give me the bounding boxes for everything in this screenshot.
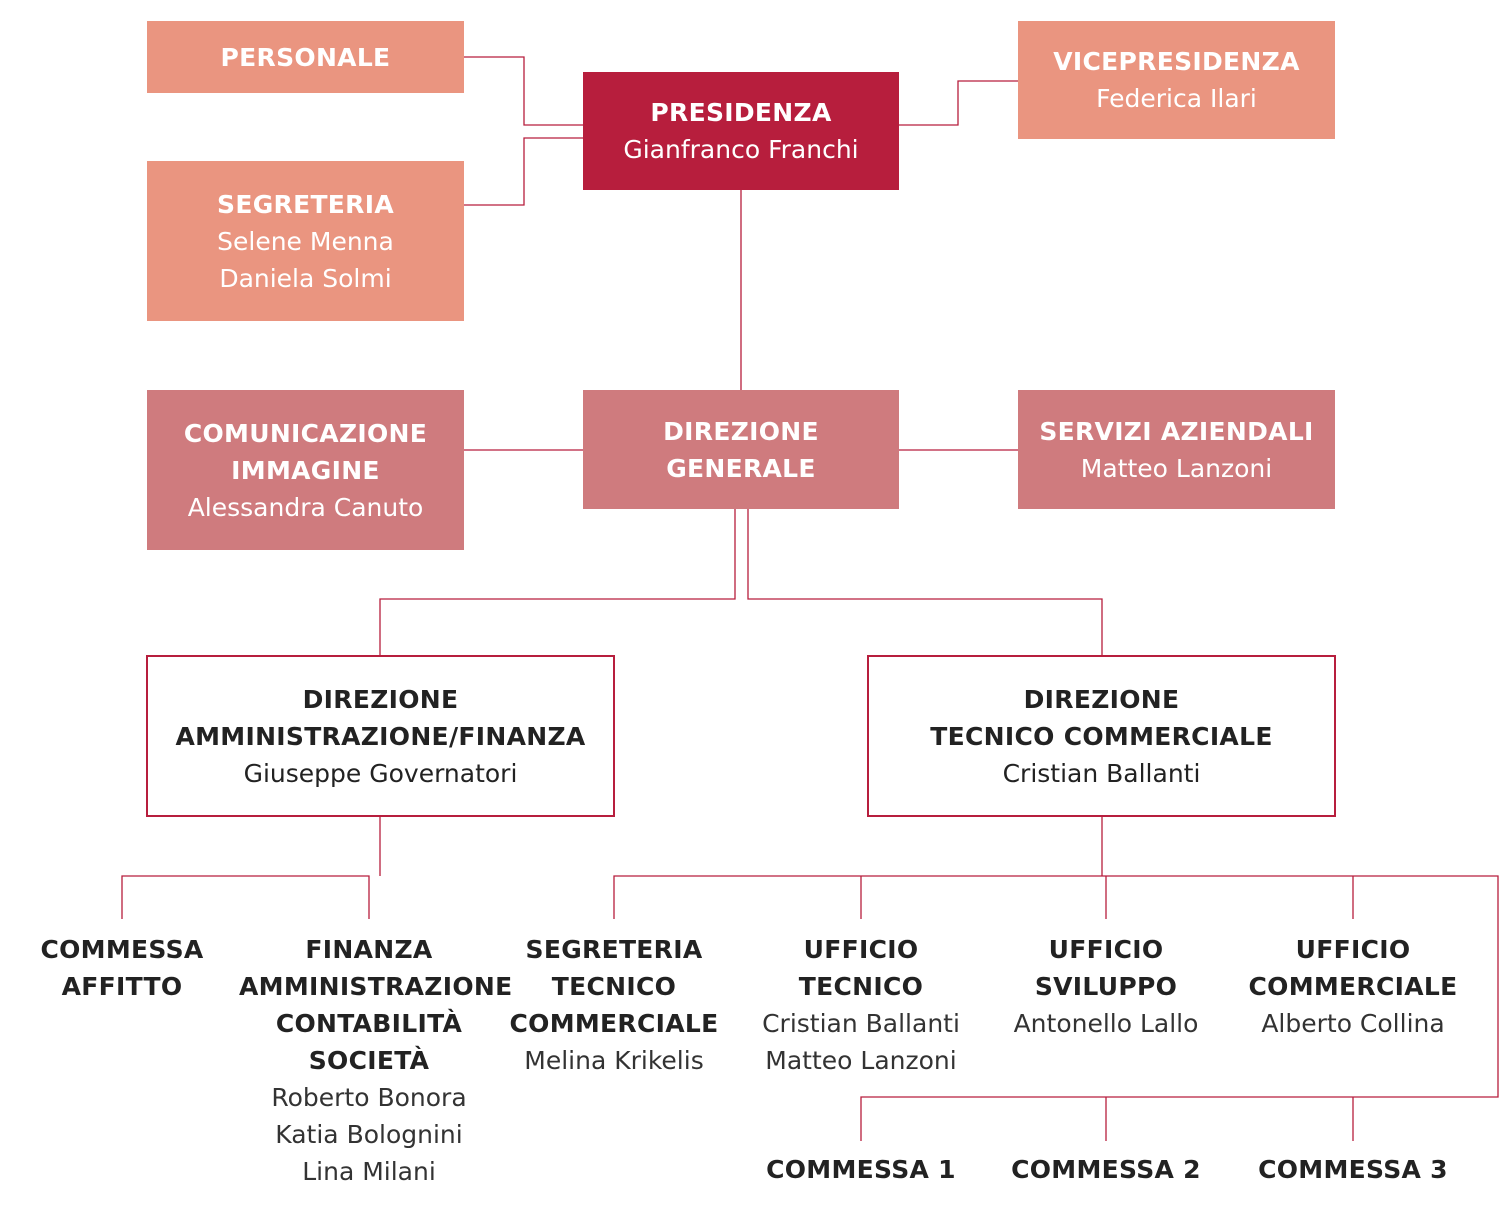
servizi-title: SERVIZI AZIENDALI (1039, 416, 1314, 446)
segreteria-tecnico-name: Melina Krikelis (524, 1046, 704, 1075)
ufficio-commerciale-title: COMMERCIALE (1248, 972, 1458, 1001)
ufficio-tecnico-title: UFFICIO (803, 935, 919, 964)
finanza-name: Katia Bolognini (275, 1120, 463, 1149)
vicepresidenza-title: VICEPRESIDENZA (1053, 47, 1300, 76)
comunicazione-box: COMUNICAZIONE IMMAGINE Alessandra Canuto (147, 390, 464, 550)
finanza-title: SOCIETÀ (308, 1046, 430, 1075)
line-tec-branch (613, 875, 1499, 1141)
dir-amm-box: DIREZIONE AMMINISTRAZIONE/FINANZA Giusep… (146, 655, 615, 817)
commessa-1-title: COMMESSA 1 (766, 1155, 956, 1184)
commessa-affitto-title: COMMESSA (40, 935, 204, 964)
dir-amm-name: Giuseppe Governatori (243, 758, 518, 788)
comunicazione-name: Alessandra Canuto (187, 492, 424, 522)
commessa-affitto-title: AFFITTO (61, 972, 183, 1001)
line-personale (464, 56, 583, 126)
line-to-dir-amm (379, 509, 736, 655)
line-vicepresidenza (899, 80, 1018, 126)
ufficio-commerciale-title: UFFICIO (1295, 935, 1411, 964)
finanza-title: AMMINISTRAZIONE (239, 972, 513, 1001)
vicepresidenza-name: Federica Ilari (1096, 84, 1257, 113)
ufficio-tecnico-name: Cristian Ballanti (762, 1009, 960, 1038)
commessa-2-title: COMMESSA 2 (1011, 1155, 1201, 1184)
finanza-name: Roberto Bonora (271, 1083, 467, 1112)
commessa-3-title: COMMESSA 3 (1258, 1155, 1448, 1184)
ufficio-sviluppo-title: UFFICIO (1048, 935, 1164, 964)
segreteria-tecnico-title: COMMERCIALE (509, 1009, 719, 1038)
ufficio-commerciale-name: Alberto Collina (1261, 1009, 1445, 1038)
segreteria-name: Daniela Solmi (219, 263, 392, 293)
presidenza-title: PRESIDENZA (650, 98, 832, 127)
segreteria-tecnico-node: SEGRETERIA TECNICO COMMERCIALE Melina Kr… (499, 931, 729, 1079)
dir-tec-title: DIREZIONE (1023, 684, 1180, 714)
dir-amm-title: DIREZIONE (302, 684, 459, 714)
segreteria-tecnico-title: TECNICO (551, 972, 677, 1001)
personale-box: PERSONALE (147, 21, 464, 93)
comunicazione-title: COMUNICAZIONE (183, 418, 428, 448)
presidenza-box: PRESIDENZA Gianfranco Franchi (583, 72, 899, 190)
finanza-title: CONTABILITÀ (275, 1009, 463, 1038)
commessa-1-node: COMMESSA 1 (761, 1151, 961, 1188)
ufficio-sviluppo-name: Antonello Lallo (1013, 1009, 1199, 1038)
comunicazione-title: IMMAGINE (231, 455, 380, 485)
commessa-3-node: COMMESSA 3 (1253, 1151, 1453, 1188)
direzione-generale-title: DIREZIONE (663, 416, 819, 446)
dir-tec-name: Cristian Ballanti (1002, 758, 1201, 788)
dir-tec-title: TECNICO COMMERCIALE (930, 721, 1273, 751)
commessa-2-node: COMMESSA 2 (1006, 1151, 1206, 1188)
finanza-node: FINANZA AMMINISTRAZIONE CONTABILITÀ SOCI… (239, 931, 513, 1190)
ufficio-sviluppo-node: UFFICIO SVILUPPO Antonello Lallo (991, 931, 1221, 1042)
dir-tec-box: DIREZIONE TECNICO COMMERCIALE Cristian B… (867, 655, 1336, 817)
line-to-dir-tec (747, 509, 1103, 655)
finanza-title: FINANZA (305, 935, 433, 964)
segreteria-tecnico-title: SEGRETERIA (525, 935, 703, 964)
commessa-affitto-node: COMMESSA AFFITTO (22, 931, 222, 1005)
finanza-name: Lina Milani (302, 1157, 436, 1186)
dir-amm-title: AMMINISTRAZIONE/FINANZA (175, 721, 586, 751)
ufficio-commerciale-node: UFFICIO COMMERCIALE Alberto Collina (1238, 931, 1468, 1042)
ufficio-tecnico-name: Matteo Lanzoni (765, 1046, 957, 1075)
segreteria-title: SEGRETERIA (217, 189, 394, 219)
presidenza-name: Gianfranco Franchi (623, 135, 859, 164)
line-segreteria (464, 137, 583, 206)
ufficio-sviluppo-title: SVILUPPO (1034, 972, 1178, 1001)
vicepresidenza-box: VICEPRESIDENZA Federica Ilari (1018, 21, 1335, 139)
segreteria-box: SEGRETERIA Selene Menna Daniela Solmi (147, 161, 464, 321)
direzione-generale-box: DIREZIONE GENERALE (583, 390, 899, 509)
segreteria-name: Selene Menna (217, 226, 394, 256)
line-amm-branch (121, 875, 370, 919)
ufficio-tecnico-node: UFFICIO TECNICO Cristian Ballanti Matteo… (746, 931, 976, 1079)
servizi-box: SERVIZI AZIENDALI Matteo Lanzoni (1018, 390, 1335, 509)
personale-title: PERSONALE (220, 42, 391, 72)
ufficio-tecnico-title: TECNICO (798, 972, 924, 1001)
servizi-name: Matteo Lanzoni (1080, 453, 1273, 483)
direzione-generale-title: GENERALE (666, 453, 816, 483)
